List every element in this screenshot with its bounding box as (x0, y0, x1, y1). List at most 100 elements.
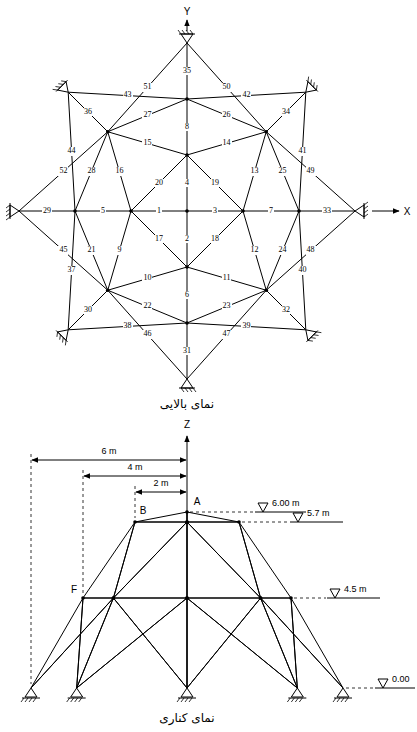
support-triangle (181, 379, 193, 388)
member-number: 40 (297, 266, 307, 275)
support-hatch (308, 340, 313, 342)
member-line (266, 211, 355, 290)
level-triangle (378, 679, 388, 688)
support-hatch (71, 698, 74, 702)
member-number: 49 (306, 167, 316, 176)
member-line (243, 211, 266, 290)
joint-dot (185, 153, 189, 157)
member-elevation-line (83, 598, 113, 599)
member-elevation-line (113, 522, 187, 598)
joint-label: B (139, 505, 148, 516)
support-hatch (311, 337, 316, 339)
support-hatch (6, 209, 10, 212)
member-line (266, 132, 299, 211)
member-number: 5 (100, 207, 106, 216)
member-number: 52 (58, 167, 68, 176)
member-elevation-line (187, 598, 261, 599)
member-line (266, 132, 355, 211)
support-triangle (71, 688, 83, 697)
joint-label: A (193, 496, 202, 507)
member-elevation-line (187, 522, 188, 598)
joint-dot (129, 209, 133, 213)
support-base (334, 698, 352, 699)
member-number: 14 (222, 139, 232, 148)
support-hatch (67, 698, 70, 702)
joint-dot (185, 321, 189, 325)
level-label: 0.00 (391, 675, 411, 685)
member-number: 28 (86, 167, 96, 176)
member-line (108, 290, 187, 323)
member-elevation-line (291, 598, 343, 688)
support-triangle (181, 34, 193, 43)
support-hatch (337, 698, 340, 702)
support-hatch (75, 698, 78, 702)
member-number: 44 (67, 147, 77, 156)
support-hatch (316, 331, 321, 333)
dimension-line (136, 492, 186, 493)
member-elevation-line (291, 598, 297, 688)
joint-dot (185, 596, 189, 600)
member-number: 17 (154, 235, 164, 244)
support-hatch (181, 388, 184, 392)
member-line (108, 99, 187, 132)
member-number: 10 (142, 274, 152, 283)
member-line (266, 211, 299, 290)
level-triangle (330, 589, 340, 598)
top-view (6, 20, 399, 392)
support-hatch (190, 30, 193, 34)
joint-dot (264, 130, 268, 134)
member-line (68, 323, 187, 330)
support-triangle (181, 688, 193, 697)
support-symbol (67, 688, 86, 702)
member-line (108, 267, 187, 290)
support-hatch (29, 698, 32, 702)
member-line (187, 132, 266, 155)
member-number: 36 (83, 108, 93, 117)
extension-line (135, 486, 136, 518)
member-elevation-line (187, 522, 188, 598)
support-hatch (295, 698, 298, 702)
member-number: 16 (114, 167, 124, 176)
member-number: 33 (322, 207, 332, 216)
support-hatch (316, 85, 318, 90)
level-label: 5.7 m (306, 509, 331, 519)
member-elevation-line (77, 598, 83, 688)
x-axis-arrow (372, 211, 399, 212)
support-hatch (307, 77, 309, 82)
member-number: 3 (212, 207, 218, 216)
support-triangle (25, 688, 37, 697)
member-line (187, 99, 266, 132)
joint-dot (264, 288, 268, 292)
member-line (108, 211, 131, 290)
level-dashed-line (294, 598, 326, 599)
support-hatch (56, 332, 58, 337)
support-symbol (333, 688, 352, 702)
support-hatch (6, 205, 10, 208)
joint-dot (297, 209, 301, 213)
member-elevation-line (113, 598, 187, 599)
member-number: 38 (123, 322, 133, 331)
support-hatch (181, 698, 184, 702)
joint-dot (259, 596, 263, 600)
member-line (108, 132, 131, 211)
member-number: 4 (184, 179, 190, 188)
z-axis-arrow (187, 436, 188, 688)
member-elevation-line (187, 522, 261, 598)
support-hatch (291, 698, 294, 702)
member-number: 23 (222, 302, 232, 311)
member-elevation-line (113, 598, 187, 688)
member-line (75, 211, 108, 290)
axis-label: Z (183, 419, 191, 430)
member-number: 35 (182, 67, 192, 76)
support-hatch (6, 217, 10, 220)
support-base (307, 331, 318, 342)
member-number: 27 (142, 111, 152, 120)
member-line (187, 267, 266, 290)
support-hatch (55, 86, 60, 88)
support-hatch (314, 334, 319, 336)
member-elevation-line (239, 522, 291, 598)
member-elevation-line (187, 522, 239, 523)
member-elevation-line (77, 598, 114, 688)
member-elevation-line (113, 598, 187, 599)
